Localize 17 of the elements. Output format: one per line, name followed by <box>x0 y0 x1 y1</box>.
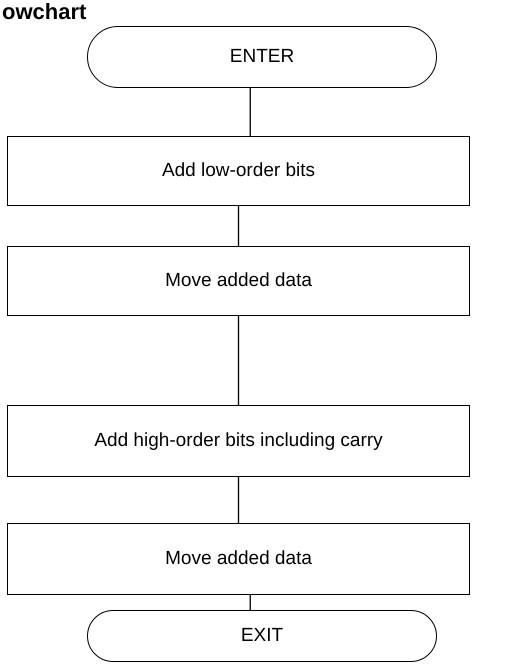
process-box <box>7 523 470 595</box>
connector-line <box>238 206 240 246</box>
node-label: EXIT <box>240 625 284 647</box>
terminal-box <box>87 610 437 662</box>
node-label: Move added data <box>165 270 312 292</box>
connector-line <box>250 88 251 136</box>
node-label: Add high-order bits including carry <box>94 430 383 452</box>
connector-line <box>238 477 240 523</box>
connector-line <box>250 595 251 610</box>
process-box <box>7 246 470 316</box>
diagram-title: owchart <box>2 0 86 24</box>
node-label: ENTER <box>230 46 294 68</box>
node-label: Add low-order bits <box>162 160 316 182</box>
node-label: Move added data <box>165 548 312 570</box>
process-box <box>7 136 470 206</box>
connector-line <box>238 316 240 405</box>
process-box <box>7 405 470 477</box>
